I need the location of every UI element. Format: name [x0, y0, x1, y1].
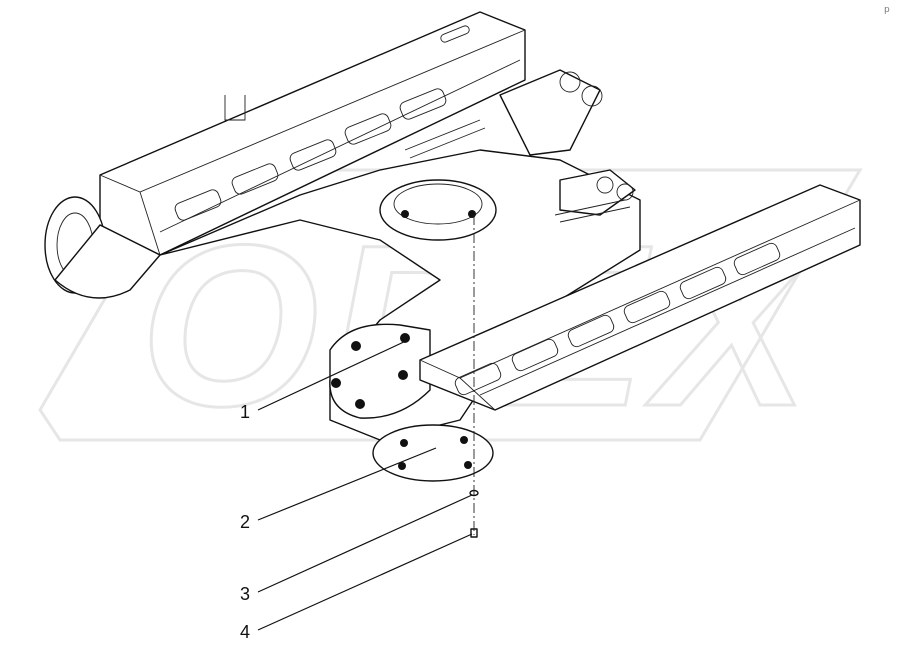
callout-2: 2	[240, 512, 250, 532]
leader-line-2	[257, 447, 437, 521]
upper-ring	[379, 179, 497, 241]
undercarriage-frame	[44, 11, 861, 441]
leader-line-4	[257, 533, 473, 631]
leader-line-1	[257, 339, 409, 411]
corner-mark: p	[884, 5, 890, 15]
blade-mount-arm-right	[559, 169, 636, 216]
leader-line-3	[257, 494, 473, 593]
callout-4: 4	[240, 622, 250, 642]
cover-plate	[372, 424, 494, 482]
callout-1: 1	[240, 402, 250, 422]
blade-mount-arm-left	[499, 69, 601, 156]
callout-3: 3	[240, 584, 250, 604]
